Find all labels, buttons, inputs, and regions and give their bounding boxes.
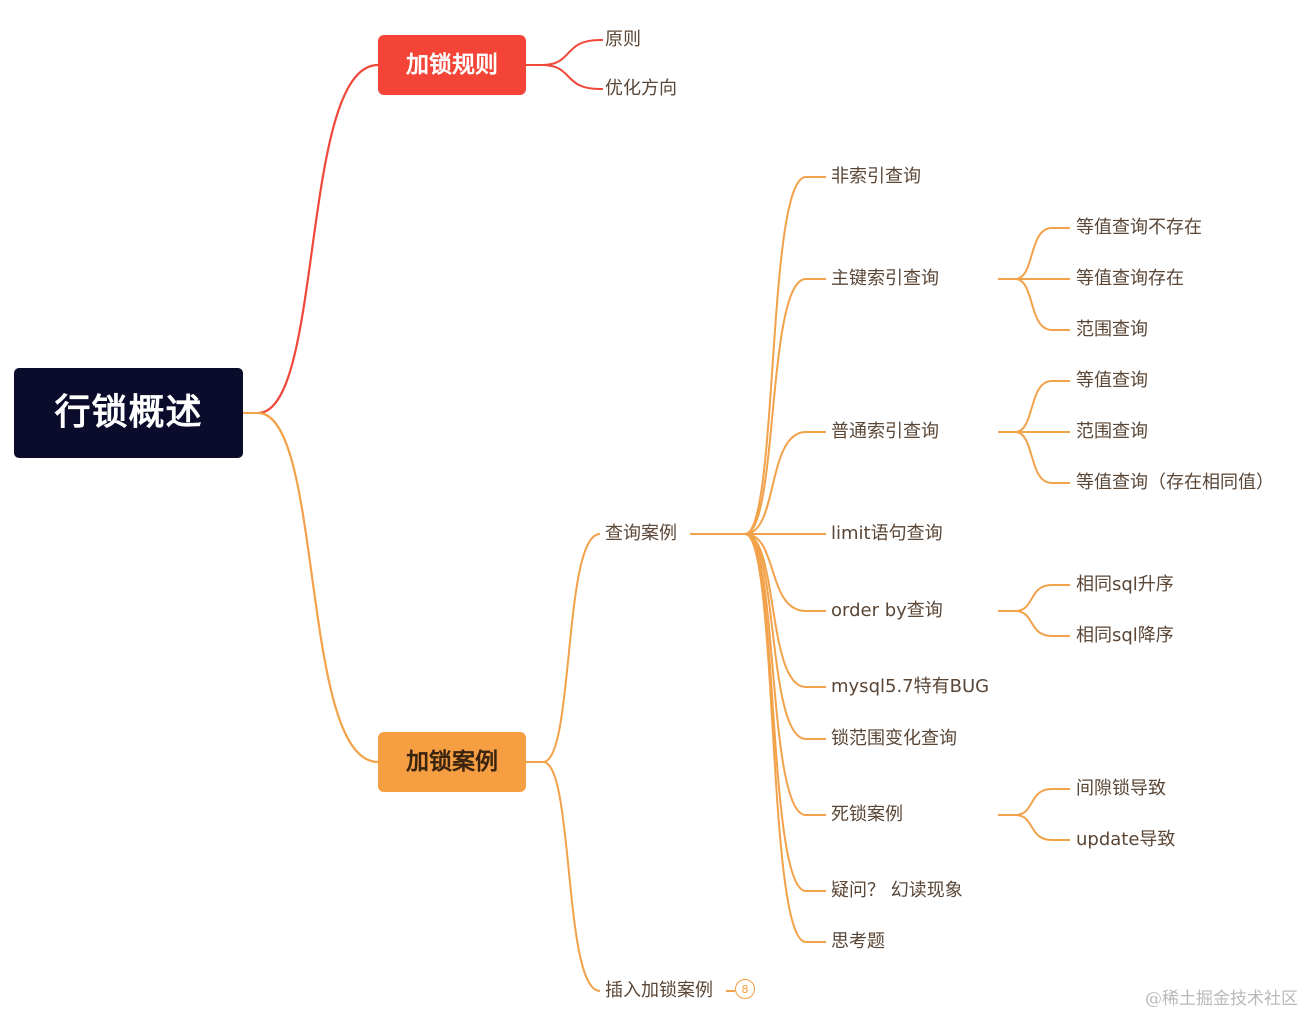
pk-child-exist[interactable]: 等值查询存在 [1076, 268, 1184, 289]
idx-child-equal-dup[interactable]: 等值查询（存在相同值） [1076, 472, 1274, 493]
link-root-rules [257, 63, 379, 415]
query-item-normal-index[interactable]: 普通索引查询 [831, 421, 939, 442]
link-query-item-8 [744, 533, 807, 892]
link-query-item-7 [744, 533, 807, 816]
link-cases-query [542, 533, 601, 763]
rules-node[interactable]: 加锁规则 [378, 35, 526, 95]
pk-child-not-exist[interactable]: 等值查询不存在 [1076, 217, 1202, 238]
idx-child-range[interactable]: 范围查询 [1076, 421, 1148, 442]
link-rules-optimization [541, 64, 601, 90]
query-item-think[interactable]: 思考题 [831, 931, 885, 952]
idx-link-2 [1014, 431, 1053, 484]
root-label: 行锁概述 [54, 392, 203, 433]
query-item-order-by[interactable]: order by查询 [831, 600, 943, 621]
rules-label: 加锁规则 [406, 51, 498, 78]
deadlock-link-0 [1014, 788, 1053, 816]
link-query-item-6 [744, 533, 807, 740]
pk-link-2 [1014, 278, 1053, 331]
link-query-item-0 [744, 176, 807, 535]
query-cases-node[interactable]: 查询案例 [605, 523, 677, 544]
link-query-item-9 [744, 533, 807, 943]
query-item-mysql57-bug[interactable]: mysql5.7特有BUG [831, 676, 990, 697]
deadlock-child-update[interactable]: update导致 [1076, 829, 1176, 850]
query-item-primary-key[interactable]: 主键索引查询 [831, 268, 939, 289]
insert-cases-node[interactable]: 插入加锁案例 [605, 980, 713, 1001]
orderby-link-0 [1014, 584, 1053, 612]
link-cases-insert [542, 761, 601, 992]
deadlock-child-gap[interactable]: 间隙锁导致 [1076, 778, 1166, 799]
query-item-deadlock[interactable]: 死锁案例 [831, 804, 903, 825]
pk-child-range[interactable]: 范围查询 [1076, 319, 1148, 340]
cases-label: 加锁案例 [406, 748, 498, 775]
query-item-phantom[interactable]: 疑问？ 幻读现象 [831, 880, 963, 901]
query-item-limit[interactable]: limit语句查询 [831, 523, 943, 544]
idx-child-equal[interactable]: 等值查询 [1076, 370, 1148, 391]
link-query-item-1 [744, 278, 807, 535]
link-query-item-4 [744, 533, 807, 612]
rules-child-principle[interactable]: 原则 [605, 29, 641, 50]
orderby-link-1 [1014, 610, 1053, 637]
cases-node[interactable]: 加锁案例 [378, 732, 526, 792]
root-node[interactable]: 行锁概述 [14, 368, 243, 458]
link-query-item-5 [744, 533, 807, 688]
pk-link-0 [1014, 227, 1053, 280]
idx-link-0 [1014, 380, 1053, 433]
watermark: @稀土掘金技术社区 [1145, 989, 1298, 1009]
rules-child-optimization[interactable]: 优化方向 [605, 78, 677, 99]
query-item-nonindex[interactable]: 非索引查询 [831, 166, 921, 187]
orderby-child-desc[interactable]: 相同sql降序 [1076, 625, 1174, 646]
link-rules-principle [541, 39, 601, 66]
collapsed-count-badge[interactable]: 8 [735, 979, 755, 999]
orderby-child-asc[interactable]: 相同sql升序 [1076, 574, 1174, 595]
link-root-cases [257, 411, 379, 764]
deadlock-link-1 [1014, 814, 1053, 841]
link-query-item-2 [744, 431, 807, 535]
query-item-lock-range[interactable]: 锁范围变化查询 [831, 728, 957, 749]
